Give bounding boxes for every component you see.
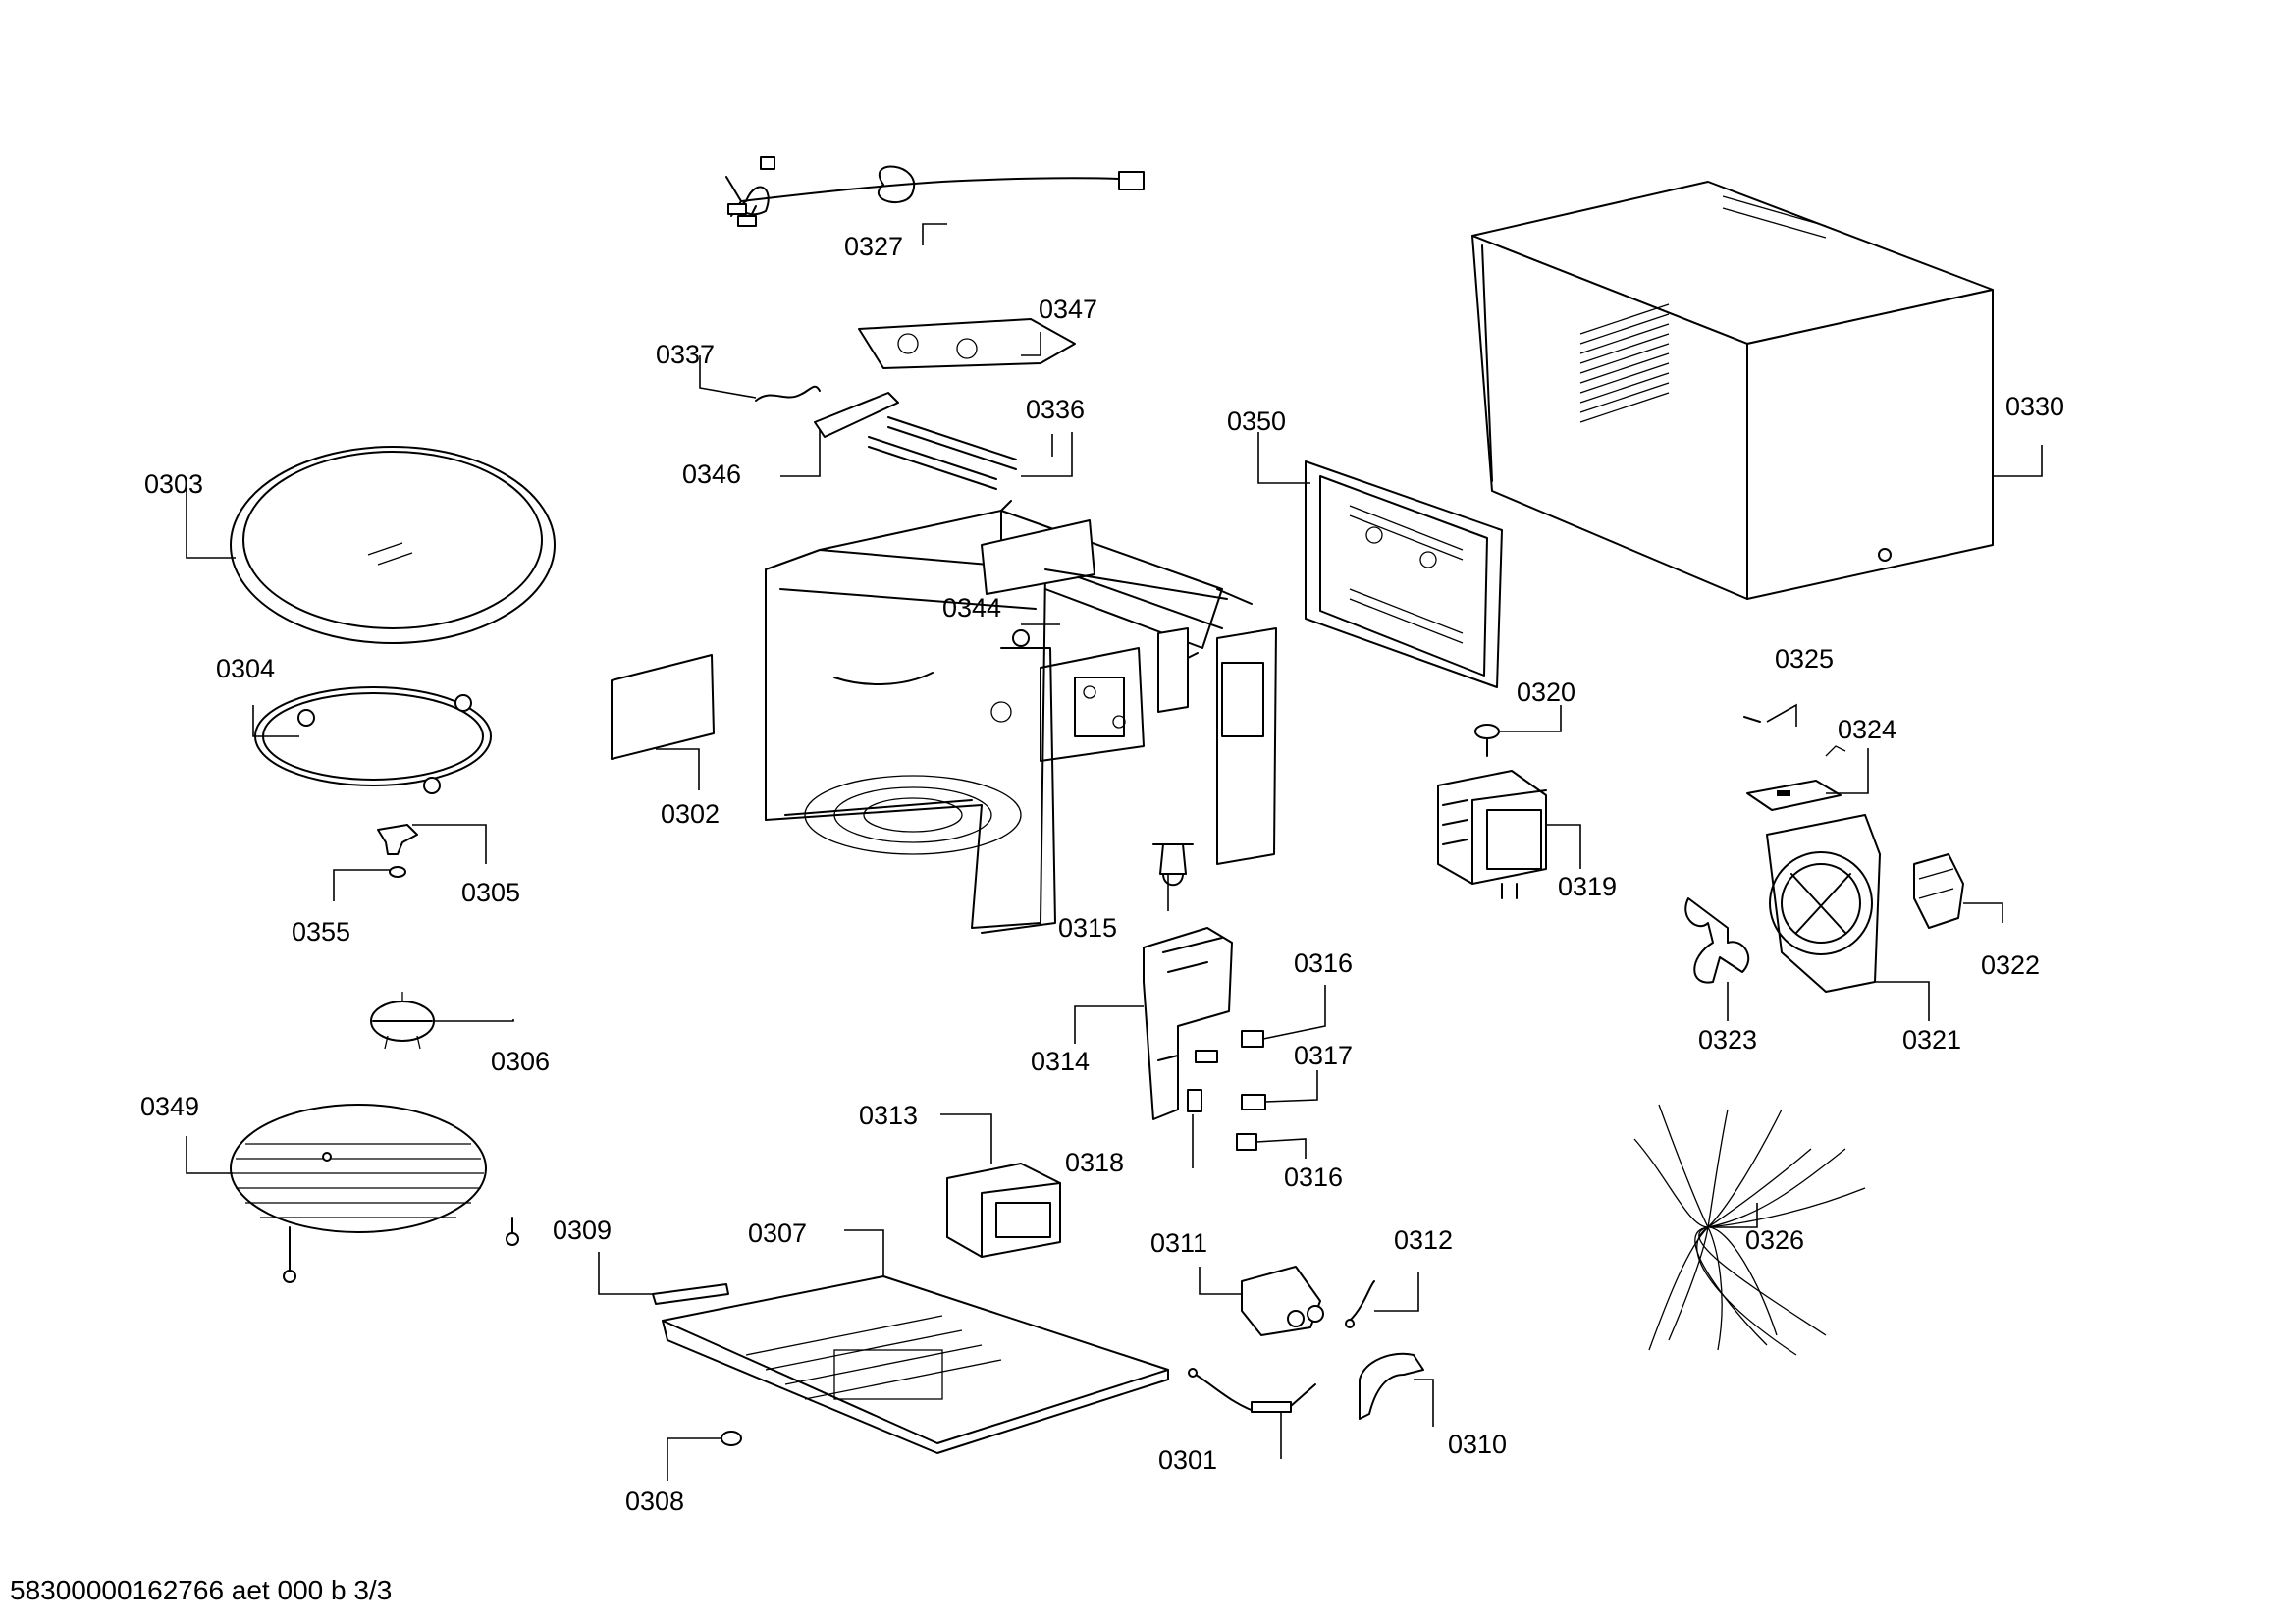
label-0325: 0325	[1775, 644, 1834, 674]
part-0327-power-cord	[725, 156, 1145, 227]
part-0337-wire	[755, 385, 821, 402]
part-0321-fan-housing	[1766, 814, 1881, 993]
label-0350: 0350	[1227, 406, 1286, 436]
part-cavity-chassis	[765, 500, 1277, 934]
part-0347-shield-plate	[858, 318, 1076, 369]
label-0316-upper: 0316	[1294, 948, 1353, 978]
label-0324: 0324	[1838, 715, 1896, 744]
label-0355: 0355	[292, 917, 350, 947]
label-0320: 0320	[1517, 677, 1575, 707]
part-0312-wire	[1345, 1280, 1375, 1328]
document-id-footer: 58300000162766 aet 000 b 3/3	[10, 1575, 393, 1605]
label-0327: 0327	[844, 232, 903, 261]
label-0321: 0321	[1902, 1025, 1961, 1055]
label-0311: 0311	[1150, 1228, 1207, 1258]
part-0325-sensor	[1743, 716, 1761, 723]
label-0315: 0315	[1058, 913, 1117, 943]
part-0302-mica-cover	[611, 654, 715, 760]
part-0314-latch-bracket	[1143, 927, 1233, 1120]
label-0303: 0303	[144, 469, 203, 499]
part-0309-bracket	[652, 1283, 729, 1305]
label-0308: 0308	[625, 1487, 684, 1516]
part-labels: 0327 0347 0337 0336 0346 0303 0350 0330 …	[140, 232, 2064, 1516]
label-0344: 0344	[942, 593, 1001, 623]
label-0330: 0330	[2005, 392, 2064, 421]
label-0310: 0310	[1448, 1430, 1507, 1459]
part-0317-switch	[1241, 1094, 1266, 1110]
part-0305-coupler	[377, 824, 418, 855]
part-0319-magnetron	[1437, 770, 1547, 899]
label-0306: 0306	[491, 1047, 550, 1076]
label-0319: 0319	[1558, 872, 1617, 901]
label-0322: 0322	[1981, 950, 2040, 980]
part-0301-hv-diode	[1188, 1368, 1316, 1413]
label-0346: 0346	[682, 460, 741, 489]
part-0322-fan-guard	[1913, 853, 1964, 929]
part-0307-base-plate	[662, 1275, 1169, 1454]
part-0308-foot	[721, 1431, 742, 1446]
part-0313-transformer	[946, 1163, 1061, 1258]
part-0318-switch	[1187, 1089, 1202, 1112]
part-0315-lamp	[1152, 843, 1194, 887]
label-0301: 0301	[1158, 1445, 1217, 1475]
part-0316-switch-lower	[1236, 1133, 1257, 1151]
label-0326: 0326	[1745, 1225, 1804, 1255]
part-0336-heater-rods	[868, 416, 1017, 490]
part-0324-control-board	[1746, 745, 1846, 811]
label-0337: 0337	[656, 340, 715, 369]
part-0346-bracket	[814, 392, 899, 438]
label-0313: 0313	[859, 1101, 918, 1130]
label-0347: 0347	[1039, 295, 1097, 324]
part-0344-thermal-fuse	[1012, 629, 1030, 647]
label-0318: 0318	[1065, 1148, 1124, 1177]
part-0326-wire-harness	[1633, 1104, 1866, 1356]
part-0310-clamp	[1359, 1352, 1424, 1420]
label-0309: 0309	[553, 1216, 612, 1245]
part-0320-thermostat	[1474, 724, 1500, 757]
label-0307: 0307	[748, 1218, 807, 1248]
label-0323: 0323	[1698, 1025, 1757, 1055]
label-0312: 0312	[1394, 1225, 1453, 1255]
part-0323-fan-blade	[1684, 897, 1750, 984]
part-0304-roller-ring	[254, 686, 492, 794]
label-0304: 0304	[216, 654, 275, 683]
label-0349: 0349	[140, 1092, 199, 1121]
label-0316-lower: 0316	[1284, 1163, 1343, 1192]
part-0303-glass-tray	[230, 446, 556, 644]
label-0336: 0336	[1026, 395, 1085, 424]
part-0311-capacitor	[1241, 1266, 1324, 1336]
part-0330-outer-case	[1471, 181, 1994, 600]
label-0305: 0305	[461, 878, 520, 907]
label-0302: 0302	[661, 799, 720, 829]
label-0314: 0314	[1031, 1047, 1090, 1076]
part-0306-turntable-motor	[370, 992, 435, 1050]
leader-lines	[186, 223, 2043, 1481]
part-0316-switch-upper	[1241, 1030, 1264, 1048]
part-0355-washer	[389, 866, 406, 878]
label-0317: 0317	[1294, 1041, 1353, 1070]
part-0350-shield	[1305, 460, 1503, 688]
part-0349-grill-rack	[230, 1104, 519, 1283]
